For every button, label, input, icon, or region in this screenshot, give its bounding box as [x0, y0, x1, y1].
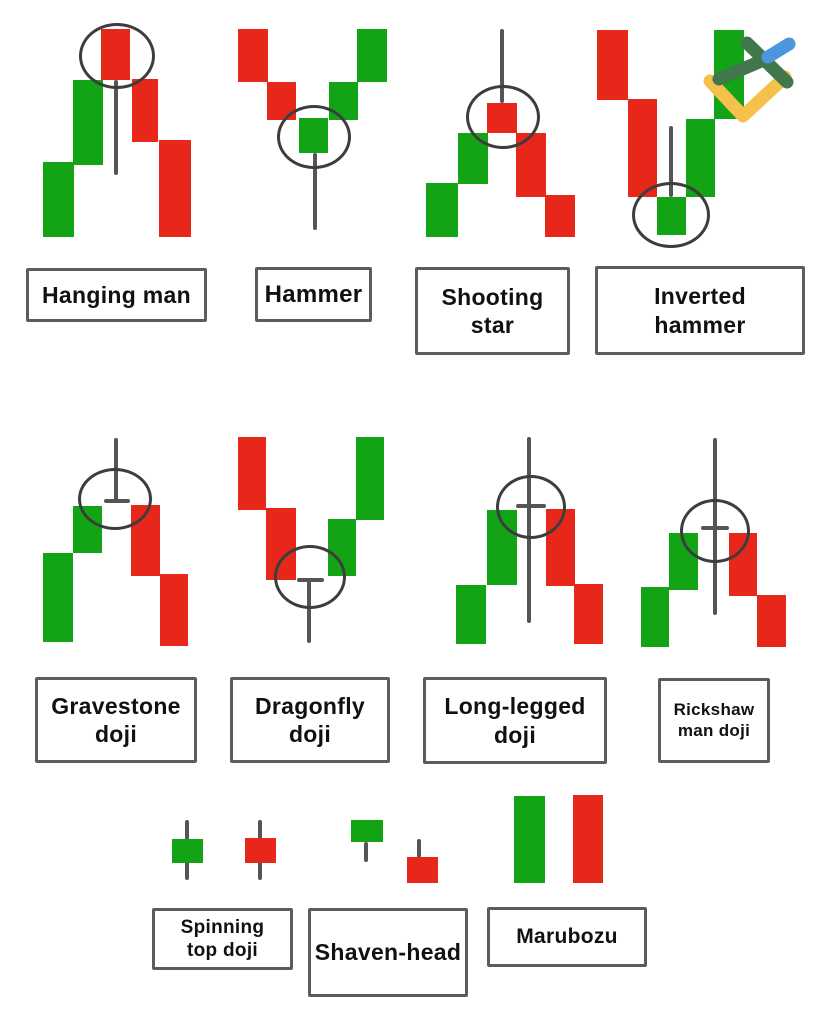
candle-bear — [132, 79, 158, 142]
candle-bear — [160, 574, 188, 646]
pattern-label-marubozu: Marubozu — [487, 907, 647, 967]
candle-bull — [43, 553, 73, 642]
candle-bull — [426, 183, 458, 237]
candle-wick — [313, 153, 317, 230]
highlight-circle — [79, 23, 155, 89]
pattern-label-shooting-star: Shooting star — [415, 267, 570, 355]
candle-bull — [172, 839, 203, 863]
candle-wick — [500, 29, 504, 103]
candle-bear — [757, 595, 786, 647]
candle-bear — [597, 30, 628, 100]
pattern-label-hanging-man: Hanging man — [26, 268, 207, 322]
candle-bear — [628, 99, 657, 197]
pattern-label-rickshaw-man-doji: Rickshaw man doji — [658, 678, 770, 763]
candle-bear — [573, 795, 603, 883]
highlight-circle — [466, 85, 540, 149]
candle-wick — [364, 842, 368, 862]
candle-bull — [357, 29, 387, 82]
candle-bear — [245, 838, 276, 863]
highlight-circle — [274, 545, 346, 609]
pattern-label-shaven-head: Shaven-head — [308, 908, 468, 997]
pattern-label-long-legged-doji: Long-legged doji — [423, 677, 607, 764]
litefinance-logo — [703, 36, 796, 123]
candle-wick — [307, 581, 311, 643]
pattern-label-spinning-top-doji: Spinning top doji — [152, 908, 293, 970]
candle-bear — [574, 584, 603, 644]
logo-yellow-check-icon — [703, 70, 792, 123]
highlight-circle — [277, 105, 351, 169]
candle-bull — [356, 437, 384, 520]
logo-blue-tip-icon — [761, 37, 796, 64]
candle-wick — [417, 839, 421, 858]
candle-bear — [545, 195, 575, 237]
candle-bull — [514, 796, 545, 883]
candle-bear — [238, 29, 268, 82]
candle-bear — [407, 857, 438, 883]
candle-bull — [43, 162, 74, 237]
candle-bull — [686, 119, 715, 197]
highlight-circle — [680, 499, 750, 563]
candle-bear — [238, 437, 266, 510]
candle-wick — [669, 126, 673, 197]
candle-bull — [456, 585, 486, 644]
logo-green-x-up-stroke-icon — [712, 52, 773, 86]
candle-bull — [641, 587, 669, 647]
pattern-label-hammer: Hammer — [255, 267, 372, 322]
candle-bull — [73, 80, 103, 165]
pattern-label-gravestone-doji: Gravestone doji — [35, 677, 197, 763]
candle-wick — [114, 80, 118, 175]
pattern-label-dragonfly-doji: Dragonfly doji — [230, 677, 390, 763]
candle-bull — [351, 820, 383, 842]
highlight-circle — [496, 475, 566, 539]
pattern-label-inverted-hammer: Inverted hammer — [595, 266, 805, 355]
highlight-circle — [632, 182, 710, 248]
highlight-circle — [78, 468, 152, 530]
candle-bear — [159, 140, 191, 237]
